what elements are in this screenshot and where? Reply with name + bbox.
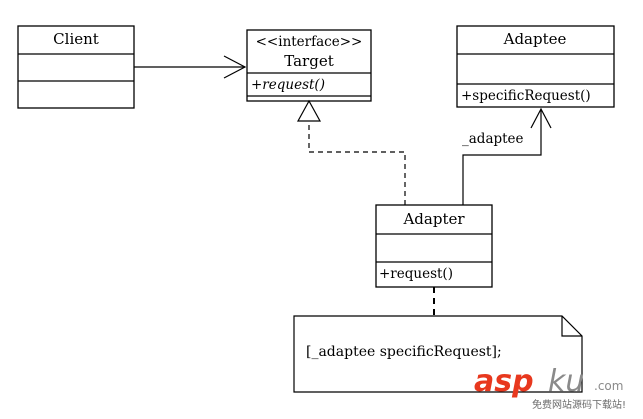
watermark-domain: .com: [594, 379, 623, 393]
adaptee-class-name: Adaptee: [503, 30, 567, 48]
open-arrowhead-icon: [530, 107, 552, 129]
open-arrowhead-icon: [223, 55, 247, 79]
class-adaptee[interactable]: Adaptee +specificRequest(): [456, 25, 615, 108]
adaptee-operation: +specificRequest(): [461, 88, 591, 104]
watermark-logo: asp ku .com 免费网站源码下载站!: [474, 364, 626, 411]
watermark-brand-red: asp: [474, 364, 534, 399]
note: [_adaptee specificRequest];: [293, 315, 583, 393]
adapter-operation: +request(): [379, 266, 453, 282]
watermark-subtitle: 免费网站源码下载站!: [532, 398, 626, 411]
class-client[interactable]: Client: [17, 25, 135, 109]
note-text: [_adaptee specificRequest];: [306, 344, 502, 360]
target-stereotype: <<interface>>: [256, 34, 363, 50]
adapter-adaptee-association: _adaptee: [462, 107, 552, 205]
class-adapter[interactable]: Adapter +request(): [375, 204, 493, 288]
watermark-brand-gray: ku: [548, 364, 584, 399]
adapter-target-realization: [296, 99, 406, 205]
hollow-triangle-icon: [296, 99, 322, 122]
class-target[interactable]: <<interface>> Target +request(): [246, 29, 372, 102]
client-class-name: Client: [53, 30, 99, 48]
target-operation: +request(): [251, 77, 325, 93]
association-label: _adaptee: [462, 131, 524, 147]
adapter-class-name: Adapter: [402, 210, 465, 228]
client-target-association: [134, 55, 247, 79]
target-class-name: Target: [284, 52, 333, 70]
